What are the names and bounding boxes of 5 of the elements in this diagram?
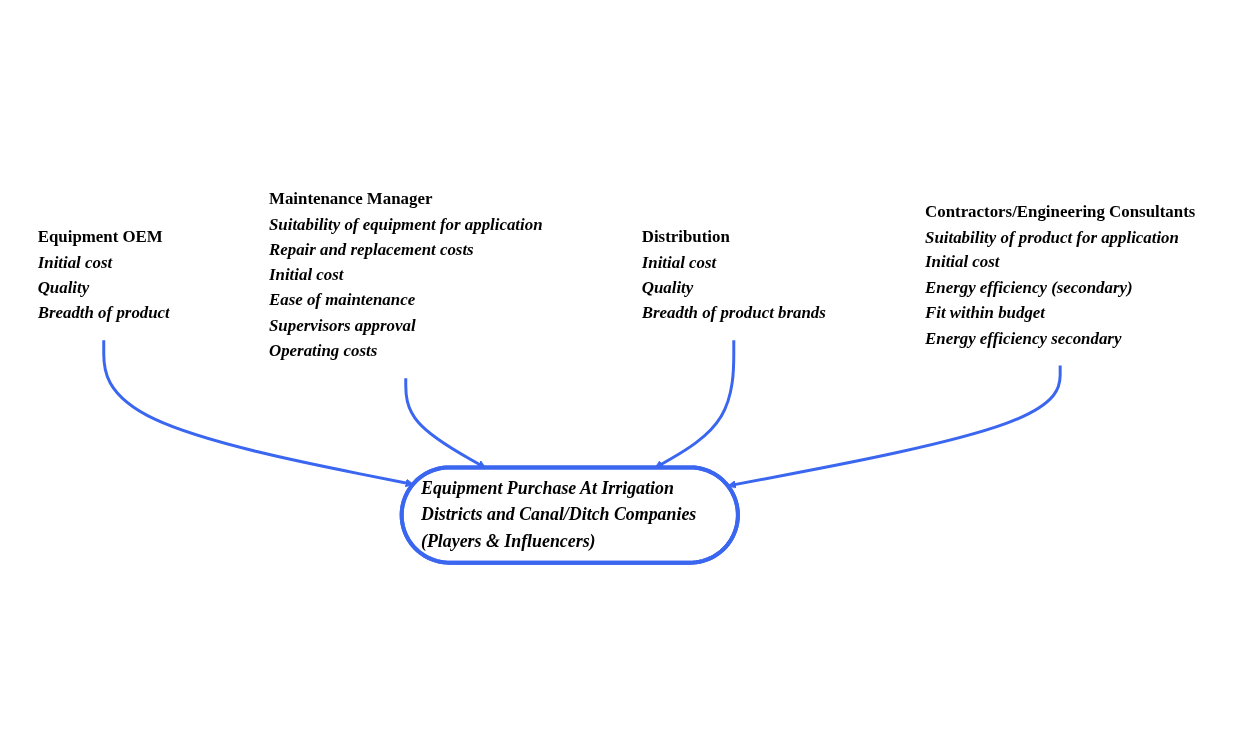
node-text: Contractors/Engineering Consultants Suitability of product for application Initial cost Energy efficiency (secondary) Fit within budget Energy efficiency secondary xyxy=(925,201,1196,348)
node-text: Equipment OEM Initial cost Quality Breadth of product xyxy=(37,227,170,322)
node-text: Distribution Initial cost Quality Breadth of product brands xyxy=(641,227,826,322)
arrow xyxy=(727,365,1062,489)
node-text: Maintenance Manager Suitability of equipment for application Repair and replacement costs Initial cost Ease of maintenance Supervisors approval Operating costs xyxy=(268,189,543,360)
